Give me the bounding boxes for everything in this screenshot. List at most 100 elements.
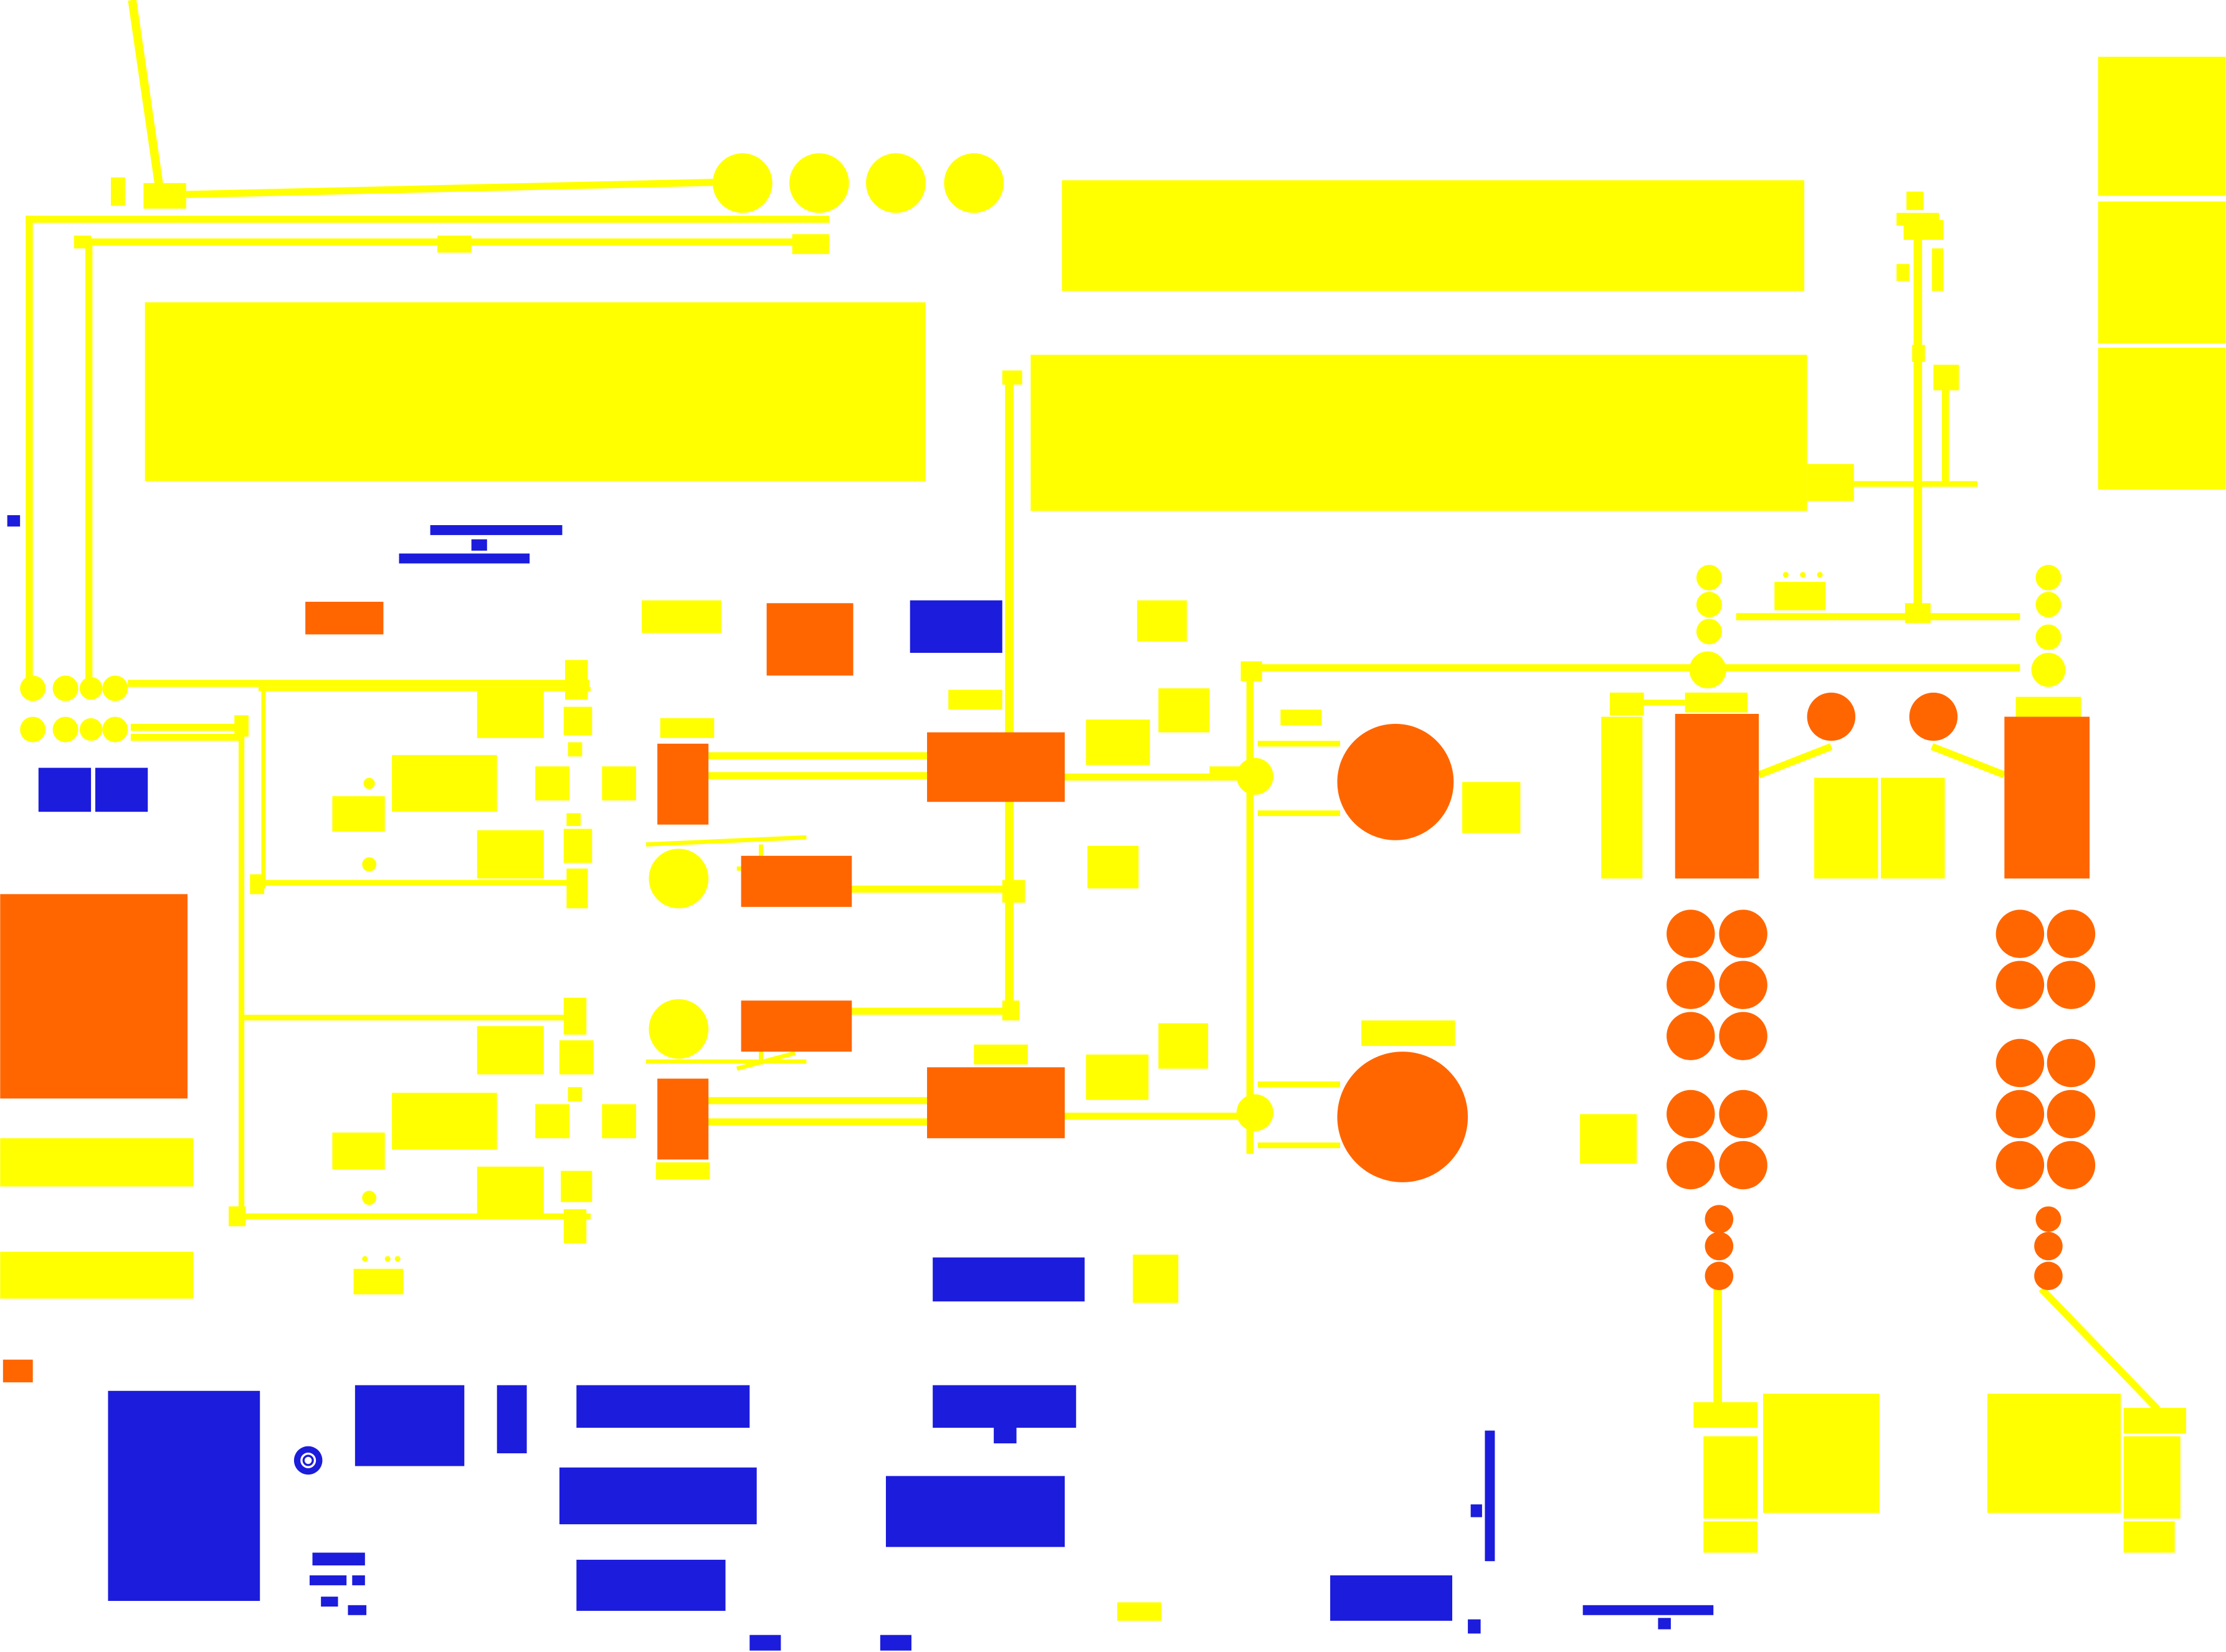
yellow-pad-50 [602, 1104, 636, 1139]
blue-pad-4 [910, 600, 1002, 653]
yellow-round-pad-25 [1689, 651, 1726, 688]
yellow-pad-91 [1601, 716, 1643, 879]
orange-round-pad-7 [1719, 961, 1767, 1009]
yellow-pad-65 [708, 1097, 929, 1104]
blue-pad-5 [38, 767, 92, 812]
blue-pad-13 [576, 1559, 726, 1611]
yellow-pad-95 [2015, 696, 2081, 718]
orange-round-pad-4 [1667, 909, 1715, 958]
blue-pad-12 [559, 1467, 757, 1524]
yellow-round-pad-29 [2031, 653, 2066, 687]
yellow-pad-39 [392, 755, 497, 812]
yellow-pad-96 [1814, 777, 1878, 879]
yellow-round-pad-8 [20, 716, 46, 743]
yellow-pad-7 [26, 216, 829, 223]
orange-round-pad-29 [2034, 1261, 2063, 1291]
yellow-trace-0 [128, 0, 165, 197]
yellow-pad-55 [0, 1138, 194, 1187]
yellow-pad-94 [1685, 692, 1748, 713]
orange-round-pad-12 [1667, 1141, 1715, 1190]
yellow-pad-37 [477, 690, 544, 738]
yellow-pad-46 [477, 1166, 544, 1215]
orange-pad-8 [927, 1067, 1065, 1139]
orange-round-pad-23 [2047, 1141, 2096, 1190]
yellow-round-pad-5 [52, 675, 78, 701]
yellow-round-pad-9 [52, 716, 78, 743]
yellow-pad-77 [948, 690, 1002, 710]
yellow-pad-89 [1462, 782, 1521, 833]
yellow-round-pad-14 [362, 1190, 377, 1205]
yellow-pad-61 [708, 772, 929, 779]
orange-round-pad-6 [1667, 961, 1715, 1009]
yellow-pad-38 [477, 830, 544, 879]
yellow-pad-106 [1932, 248, 1944, 292]
yellow-pad-13 [792, 234, 829, 254]
yellow-pad-71 [1257, 664, 2020, 672]
yellow-pad-79 [1086, 719, 1150, 766]
yellow-pad-99 [1736, 613, 2020, 620]
yellow-round-pad-15 [362, 1256, 368, 1262]
yellow-round-pad-17 [394, 1256, 401, 1262]
yellow-pad-105 [1896, 263, 1910, 282]
yellow-pad-57 [1005, 371, 1014, 1015]
yellow-pad-98 [1774, 582, 1826, 610]
yellow-pad-102 [1906, 191, 1924, 211]
yellow-pad-118 [2123, 1436, 2181, 1519]
orange-round-pad-10 [1667, 1089, 1715, 1139]
yellow-pad-83 [1158, 1023, 1209, 1069]
yellow-pad-87 [1117, 1602, 1161, 1621]
blue-pad-25 [1485, 1430, 1495, 1562]
yellow-trace-9 [736, 1051, 796, 1071]
orange-pad-4 [927, 732, 1065, 802]
blue-pad-21 [348, 1605, 367, 1615]
yellow-pad-24 [250, 874, 265, 895]
yellow-pad-90 [1580, 1114, 1637, 1164]
yellow-pad-67 [1050, 773, 1244, 781]
orange-round-pad-19 [2047, 1038, 2096, 1088]
yellow-pad-25 [241, 1015, 579, 1021]
yellow-pad-36 [568, 1087, 583, 1101]
yellow-pad-69 [1246, 664, 1254, 1154]
yellow-pad-117 [2123, 1408, 2186, 1434]
yellow-pad-113 [1703, 1521, 1757, 1553]
yellow-pad-43 [642, 600, 721, 634]
yellow-pad-51 [559, 1040, 594, 1075]
yellow-round-pad-13 [362, 857, 377, 871]
yellow-pad-72 [1257, 741, 1341, 747]
yellow-pad-84 [1086, 1054, 1149, 1100]
orange-round-pad-27 [2035, 1206, 2062, 1232]
orange-round-pad-18 [1995, 1038, 2045, 1088]
orange-round-pad-20 [1995, 1089, 2045, 1139]
yellow-pad-88 [1361, 1020, 1455, 1047]
blue-pad-2 [471, 539, 487, 551]
yellow-pad-86 [1133, 1255, 1179, 1303]
yellow-round-pad-3 [944, 153, 1004, 213]
yellow-pad-23 [252, 880, 587, 886]
orange-pad-2 [766, 603, 854, 676]
yellow-pad-8 [26, 216, 33, 685]
orange-round-pad-15 [2047, 909, 2096, 958]
yellow-pad-26 [235, 1213, 591, 1220]
yellow-pad-31 [566, 868, 588, 909]
yellow-trace-1 [186, 178, 743, 198]
blue-pad-11 [576, 1385, 750, 1428]
yellow-pad-109 [1853, 481, 1978, 487]
yellow-pad-92 [1609, 692, 1644, 716]
yellow-round-pad-7 [102, 675, 128, 701]
yellow-pad-44 [660, 718, 715, 738]
yellow-round-pad-20 [1236, 757, 1273, 795]
yellow-pad-11 [74, 235, 92, 249]
yellow-trace-3 [1931, 743, 2006, 779]
orange-round-pad-5 [1719, 909, 1767, 958]
yellow-round-pad-26 [2035, 564, 2062, 591]
blue-pad-24 [1330, 1575, 1453, 1621]
yellow-pad-62 [708, 752, 929, 759]
blue-pad-17 [312, 1552, 365, 1566]
yellow-pad-93 [1642, 700, 1685, 706]
yellow-pad-15 [110, 177, 125, 206]
orange-round-pad-3 [1909, 692, 1958, 741]
yellow-pad-42 [602, 766, 636, 800]
yellow-round-pad-18 [649, 848, 709, 909]
orange-pad-11 [2, 1359, 33, 1383]
